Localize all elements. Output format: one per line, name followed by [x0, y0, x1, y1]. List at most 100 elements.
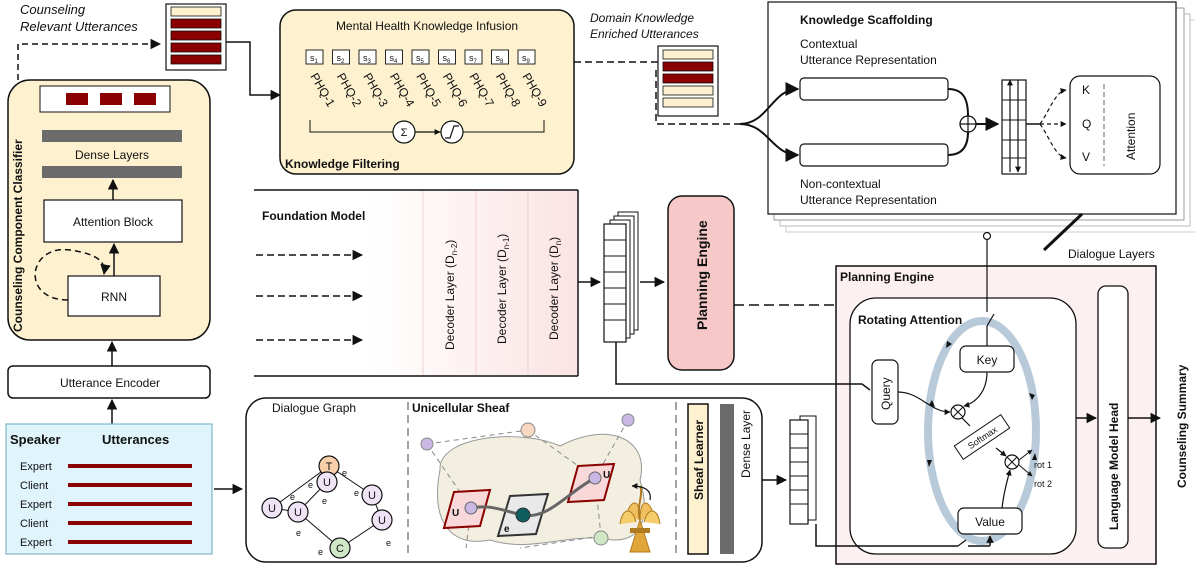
graph-sheaf-module: Dialogue Graph Unicellular Sheaf e e e e… [245, 397, 763, 563]
phq-score-box [411, 49, 430, 65]
planning-engine-title: Planning Engine [840, 270, 934, 284]
sheaf-learner-label: Sheaf Learner [692, 420, 706, 500]
utterance-bar [68, 521, 192, 525]
utterance-encoder [7, 365, 211, 399]
decoder-layer-n1: Decoder Layer (Dn-1) [495, 234, 511, 344]
dense-layer-label: Dense Layer [739, 410, 753, 478]
classifier-title: Counseling Component Classifier [11, 139, 25, 332]
svg-text:U: U [378, 515, 386, 527]
speaker-header: Speaker [10, 432, 61, 447]
value-label: Value [975, 515, 1005, 529]
phq-score-label: s1 [310, 53, 319, 65]
phq-score-box [305, 49, 324, 65]
counseling-component-classifier: Counseling Component Classifier Dense La… [7, 79, 211, 341]
rot2-label: rot 2 [1034, 479, 1052, 489]
hidden-state-stack [603, 211, 639, 343]
svg-text:Decoder Layer (Dn): Decoder Layer (Dn) [547, 237, 563, 340]
phq-score-label: s5 [416, 53, 425, 65]
sheaf-node-1 [420, 437, 434, 451]
utterances-header: Utterances [102, 432, 169, 447]
foundation-model-title: Foundation Model [262, 209, 365, 223]
dense-layer-top [42, 130, 182, 142]
rnn-label: RNN [101, 290, 127, 304]
attention-q: Q [1082, 117, 1091, 131]
svg-text:e: e [386, 538, 391, 548]
phq-score-box [358, 49, 377, 65]
sheaf-node-2 [520, 422, 536, 438]
phq-score-box [385, 49, 403, 65]
utterance-bar [68, 540, 192, 544]
svg-text:e: e [290, 492, 295, 502]
speaker-role: Expert [20, 461, 52, 473]
utterance-bar [68, 502, 192, 506]
dense-layers-label: Dense Layers [75, 148, 149, 162]
attention-k: K [1082, 83, 1090, 97]
stack-to-mhki-arrow [226, 41, 282, 101]
wheat-sheaf-icon [619, 485, 661, 553]
svg-text:U: U [368, 490, 376, 502]
sheaf-node-3 [621, 413, 635, 427]
svg-text:e: e [296, 528, 301, 538]
dialogue-graph-title: Dialogue Graph [272, 401, 356, 415]
planning-engine-block-label: Planning Engine [694, 220, 710, 330]
speaker-role: Client [20, 518, 48, 530]
sheaf-blob [436, 433, 645, 546]
sum-symbol: Σ [401, 127, 408, 139]
phq-score-label: s9 [522, 53, 531, 65]
phq-score-label: s3 [363, 53, 372, 65]
decoder-layer-n2: Decoder Layer (Dn-2) [443, 240, 459, 350]
svg-text:C: C [336, 543, 344, 555]
lm-head-label: Language Model Head [1107, 403, 1121, 530]
svg-text:e: e [308, 480, 313, 490]
speaker-role: Client [20, 480, 48, 492]
svg-text:e: e [322, 496, 327, 506]
decoder-layer-n: Decoder Layer (Dn) [547, 237, 563, 340]
svg-text:Decoder Layer (Dn-2): Decoder Layer (Dn-2) [443, 240, 459, 350]
rnn-recurrence-arrow [34, 248, 111, 301]
knowledge-filtering-label: Knowledge Filtering [285, 157, 400, 171]
sheaf-learner-box [687, 403, 709, 555]
domain-knowledge-label-1: Domain Knowledge [590, 11, 694, 25]
counseling-relevant-label-1: Counseling [20, 2, 86, 17]
enriched-utterance-stack [657, 45, 719, 117]
sheaf-e-label: e [504, 524, 510, 535]
phq-score-box [491, 49, 509, 65]
phq-score-box [464, 49, 483, 65]
svg-text:e: e [318, 547, 323, 557]
sheaf-u-left: U [452, 508, 459, 519]
attention-v: V [1082, 150, 1090, 164]
phq-score-label: s8 [496, 53, 505, 65]
relevant-utterance-stack [165, 3, 227, 71]
svg-text:U: U [323, 477, 331, 489]
planning-engine-block [667, 195, 735, 371]
phq-score-box [517, 49, 536, 65]
phq-score-label: s7 [469, 53, 478, 65]
graph-node-u1 [261, 497, 283, 519]
utterance-bar [68, 464, 192, 468]
svg-text:e: e [354, 488, 359, 498]
phq-score-label: s6 [443, 53, 452, 65]
dense-layer-bar [720, 404, 734, 554]
svg-text:U: U [268, 503, 276, 515]
phq-score-box [438, 49, 456, 65]
sheaf-output-stack [789, 415, 817, 525]
graph-node-c [329, 537, 351, 559]
dialogue-layers-label: Dialogue Layers [1068, 247, 1155, 261]
query-label: Query [879, 377, 893, 410]
knowledge-scaffolding: Knowledge Scaffolding Contextual Utteran… [739, 1, 1195, 233]
language-model-head [1097, 285, 1129, 549]
graph-node-u3 [361, 484, 383, 506]
planning-engine: Planning Engine Rotating Attention Key Q… [835, 231, 1157, 565]
noncontextual-label-1: Non-contextual [800, 177, 881, 191]
phq-score-box [332, 49, 350, 65]
sheaf-edge-node [515, 507, 531, 523]
contextual-label-1: Contextual [800, 37, 857, 51]
speaker-role: Expert [20, 499, 52, 511]
speaker-role: Expert [20, 537, 52, 549]
utterance-encoder-label: Utterance Encoder [60, 376, 160, 390]
phq-score-label: s2 [337, 53, 346, 65]
counseling-relevant-label-2: Relevant Utterances [20, 19, 138, 34]
graph-node-u2 [316, 471, 338, 493]
scaffold-vector-stack [1001, 79, 1027, 175]
